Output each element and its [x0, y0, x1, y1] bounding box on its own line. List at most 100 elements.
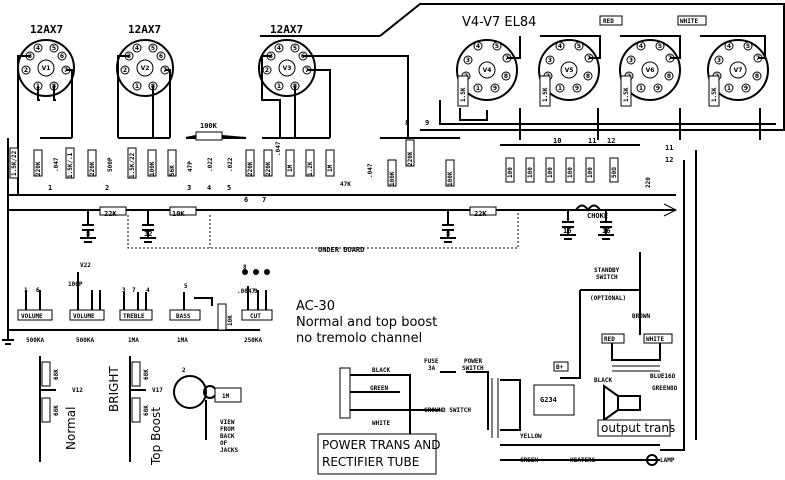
svg-text:68K: 68K — [53, 369, 60, 380]
svg-text:VOLUME: VOLUME — [73, 313, 95, 320]
svg-text:4: 4 — [135, 45, 139, 52]
svg-text:1: 1 — [277, 83, 281, 90]
svg-text:1: 1 — [476, 85, 480, 92]
svg-text:4: 4 — [558, 43, 562, 50]
svg-text:5: 5 — [293, 45, 297, 52]
svg-text:100: 100 — [527, 167, 534, 178]
svg-text:LAMP: LAMP — [660, 457, 675, 464]
power-tubes-box — [260, 3, 785, 131]
filter-section: 22K 10K 22K 8 32 8 16 16 CHOKE — [82, 204, 612, 238]
svg-text:32: 32 — [144, 230, 152, 238]
svg-text:STANDBY: STANDBY — [594, 267, 620, 274]
svg-text:100: 100 — [547, 167, 554, 178]
svg-text:3: 3 — [717, 57, 721, 64]
svg-text:9: 9 — [254, 288, 258, 295]
svg-text:4: 4 — [36, 45, 40, 52]
svg-text:12: 12 — [607, 137, 615, 145]
svg-text:2: 2 — [182, 367, 186, 374]
tube-v1-id: V1 — [42, 65, 51, 72]
svg-text:100P: 100P — [68, 281, 83, 288]
svg-text:1.5K/22: 1.5K/22 — [129, 152, 136, 178]
svg-text:100: 100 — [587, 167, 594, 178]
pot-volume-normal[interactable] — [17, 309, 53, 321]
svg-text:.022: .022 — [207, 157, 214, 172]
svg-text:8: 8 — [405, 119, 409, 127]
tube-v3: 12AX7 V3 3 4 5 6 7 2 1 8 — [258, 23, 409, 138]
svg-text:YELLOW: YELLOW — [520, 433, 542, 440]
svg-text:3: 3 — [122, 287, 126, 294]
svg-text:100K: 100K — [389, 171, 396, 186]
svg-text:500P: 500P — [107, 157, 114, 172]
svg-text:.047: .047 — [367, 163, 374, 178]
svg-text:BACK: BACK — [220, 433, 235, 440]
svg-text:4: 4 — [639, 43, 643, 50]
svg-text:1: 1 — [727, 85, 731, 92]
svg-text:2: 2 — [105, 184, 109, 192]
svg-text:220K: 220K — [407, 151, 414, 166]
red-tag-top-label: RED — [603, 18, 614, 25]
svg-text:68K: 68K — [143, 405, 150, 416]
svg-text:5: 5 — [227, 184, 231, 192]
svg-text:.047: .047 — [53, 157, 60, 172]
svg-text:8: 8 — [504, 73, 508, 80]
svg-text:220K: 220K — [265, 161, 272, 176]
svg-text:220K: 220K — [89, 161, 96, 176]
svg-text:10K: 10K — [227, 315, 234, 326]
svg-text:1: 1 — [639, 85, 643, 92]
svg-text:POWER: POWER — [464, 358, 482, 365]
svg-text:2: 2 — [123, 67, 127, 74]
svg-text:220K: 220K — [35, 161, 42, 176]
svg-text:220: 220 — [645, 177, 652, 188]
svg-text:OF: OF — [220, 440, 228, 447]
tube-v6: V6 3 4 5 7 8 9 1 2 1.5K — [619, 35, 681, 107]
svg-text:4: 4 — [727, 43, 731, 50]
svg-text:1M: 1M — [327, 164, 334, 172]
svg-text:5: 5 — [52, 45, 56, 52]
svg-text:9: 9 — [493, 85, 497, 92]
svg-text:5: 5 — [495, 43, 499, 50]
svg-text:100K: 100K — [149, 161, 156, 176]
svg-text:5: 5 — [658, 43, 662, 50]
svg-text:1: 1 — [24, 287, 28, 294]
svg-text:11: 11 — [665, 144, 673, 152]
svg-text:1.5K/.1: 1.5K/.1 — [67, 152, 74, 178]
svg-text:3: 3 — [629, 57, 633, 64]
svg-text:VOLUME: VOLUME — [21, 313, 43, 320]
tube-v6-id: V6 — [646, 67, 655, 74]
svg-text:16: 16 — [602, 227, 610, 235]
notes-title: AC-30 — [296, 299, 335, 314]
svg-text:6: 6 — [36, 287, 40, 294]
svg-text:WHITE: WHITE — [372, 420, 390, 427]
svg-text:5: 5 — [577, 43, 581, 50]
input-jacks: 68K 68K V12 Normal 68K 68K V17 BRIGHT To… — [39, 356, 242, 466]
tube-v3-id: V3 — [283, 65, 292, 72]
svg-text:47P: 47P — [187, 161, 194, 172]
svg-text:6: 6 — [159, 53, 163, 60]
svg-text:47K: 47K — [340, 181, 351, 188]
pot-treble[interactable] — [119, 309, 153, 321]
svg-text:.047: .047 — [275, 141, 282, 156]
grounds — [2, 234, 614, 345]
svg-text:1MA: 1MA — [177, 337, 188, 344]
svg-text:56K: 56K — [169, 165, 176, 176]
tube-v2-type: 12AX7 — [128, 23, 161, 36]
svg-text:3: 3 — [548, 57, 552, 64]
svg-text:50Ω: 50Ω — [611, 167, 618, 178]
bright-label: BRIGHT — [107, 366, 121, 412]
pot-volume-boost[interactable] — [69, 309, 105, 321]
svg-text:16: 16 — [563, 227, 571, 235]
svg-text:(OPTIONAL): (OPTIONAL) — [590, 295, 626, 302]
svg-text:250KA: 250KA — [244, 337, 262, 344]
white-tag-top — [677, 15, 707, 26]
r-100k-label: 100K — [200, 122, 218, 130]
svg-text:3A: 3A — [428, 365, 436, 372]
tube-v7: V7 3 4 5 7 8 9 1 2 1.5K — [700, 35, 769, 107]
svg-text:WHITE: WHITE — [646, 336, 664, 343]
svg-text:V17: V17 — [152, 387, 163, 394]
tube-v6-cathode: 1.5K — [623, 87, 630, 102]
svg-text:BASS: BASS — [176, 313, 191, 320]
svg-text:3: 3 — [466, 57, 470, 64]
tube-v4-id: V4 — [483, 67, 492, 74]
svg-text:2: 2 — [265, 67, 269, 74]
